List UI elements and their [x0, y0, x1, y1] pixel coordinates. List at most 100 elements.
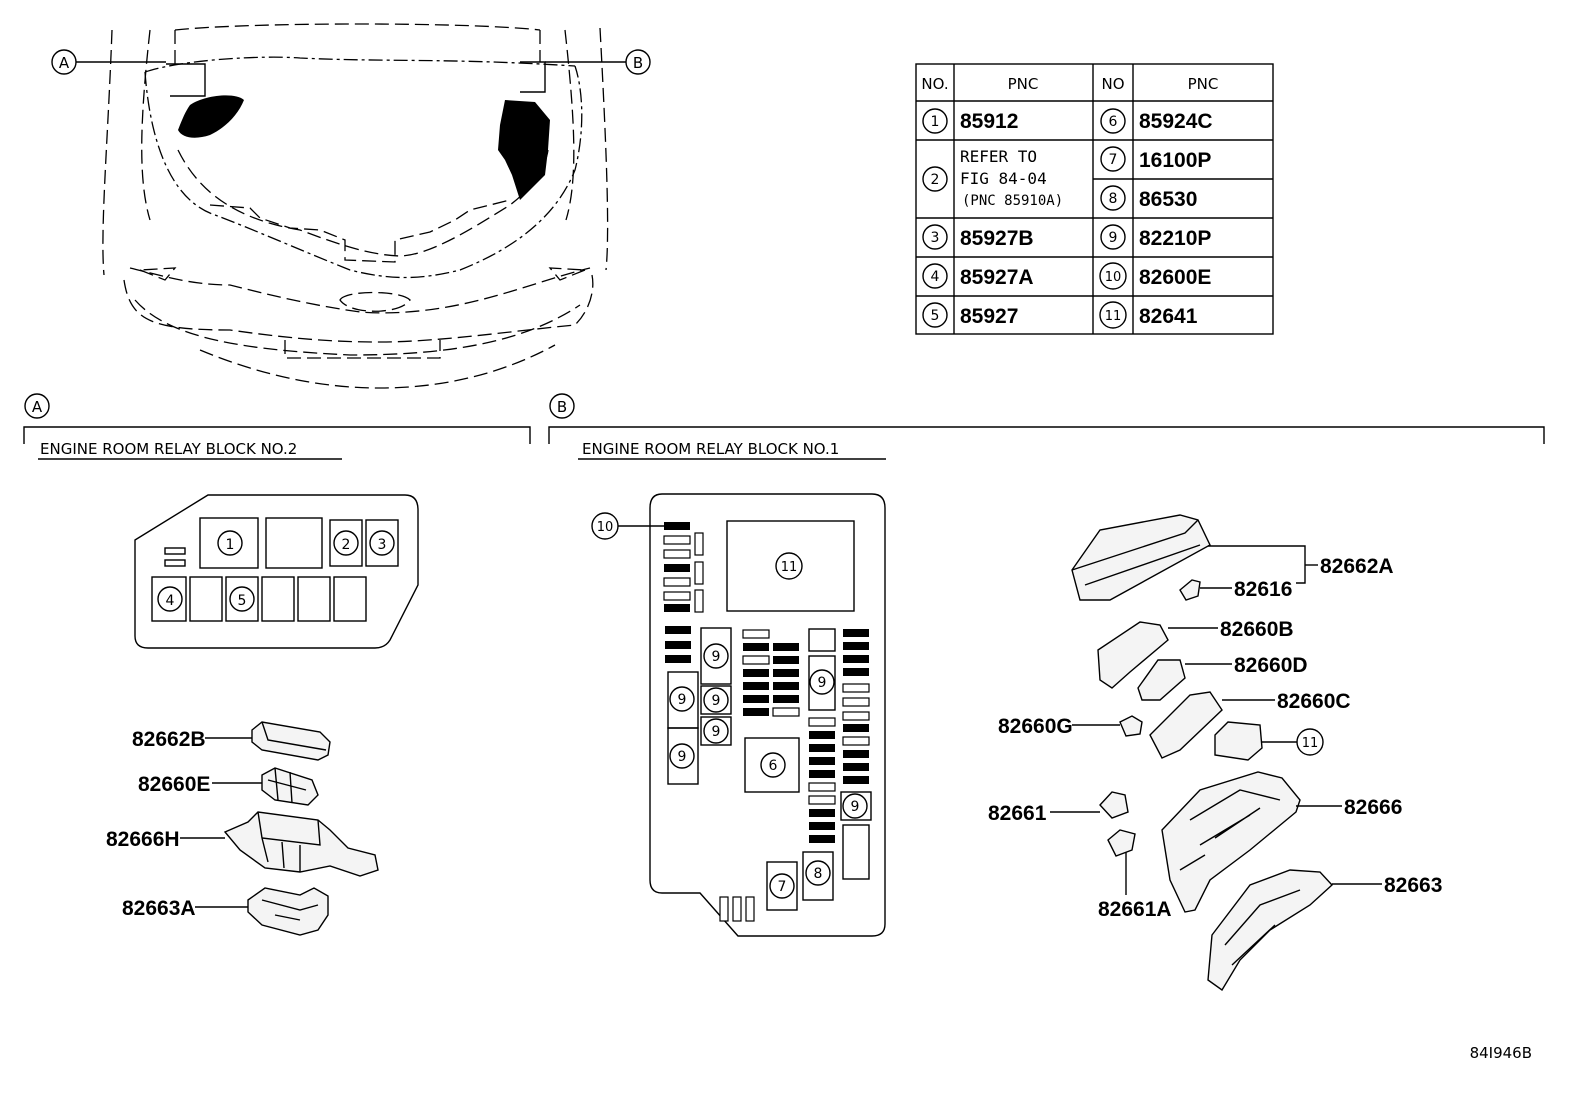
section-a-title: ENGINE ROOM RELAY BLOCK NO.2 — [40, 440, 297, 458]
svg-text:9: 9 — [678, 692, 687, 708]
row-no: 5 — [931, 308, 940, 324]
part-label[interactable]: 82662A — [1320, 555, 1394, 578]
section-b-header: B ENGINE ROOM RELAY BLOCK NO.1 — [548, 393, 1545, 460]
relay-block-cover — [251, 721, 331, 761]
position-marker: 8 — [805, 860, 831, 886]
position-marker: 9 — [669, 743, 695, 769]
position-marker: 5 — [229, 586, 255, 612]
row-pnc: 82210P — [1139, 227, 1211, 250]
svg-text:10: 10 — [597, 520, 614, 535]
pnc-table: NO. PNC NO PNC 1 85912 2 REFER TO FIG 84… — [915, 63, 1274, 335]
section-a-header: A ENGINE ROOM RELAY BLOCK NO.2 — [23, 393, 531, 460]
row-pnc: 82641 — [1139, 305, 1198, 328]
part-label[interactable]: 82616 — [1234, 578, 1292, 601]
part-label[interactable]: 82660E — [138, 773, 210, 796]
row-no: 2 — [931, 172, 940, 188]
junction-block-clip — [1099, 791, 1129, 819]
svg-text:5: 5 — [238, 593, 247, 609]
part-label[interactable]: 82666H — [106, 828, 180, 851]
section-b-title: ENGINE ROOM RELAY BLOCK NO.1 — [582, 440, 839, 458]
row-no: 11 — [1105, 309, 1122, 324]
svg-text:11: 11 — [781, 560, 798, 575]
junction-block-insert-c — [1149, 691, 1223, 759]
svg-text:9: 9 — [712, 724, 721, 740]
part-label[interactable]: 82661 — [988, 802, 1047, 825]
table-row: 9 82210P — [1100, 224, 1211, 250]
callout-a-top[interactable]: A — [51, 49, 166, 75]
position-marker: 1 — [217, 530, 243, 556]
position-marker: 9 — [842, 793, 868, 819]
header-pnc-1: PNC — [1008, 75, 1039, 93]
part-label[interactable]: 82660G — [998, 715, 1073, 738]
row-pnc: 85927 — [960, 305, 1018, 328]
callout-a-label: A — [59, 54, 70, 72]
row-pnc: 16100P — [1139, 149, 1211, 172]
svg-text:9: 9 — [851, 799, 860, 815]
parts-a-exploded: 82662B 82660E 82666H 82663A — [106, 721, 379, 936]
relay-11 — [1214, 721, 1263, 761]
part-label[interactable]: 82660B — [1220, 618, 1294, 641]
part-label[interactable]: 82661A — [1098, 898, 1172, 921]
row-no: 9 — [1109, 230, 1118, 246]
part-label[interactable]: 82663A — [122, 897, 196, 920]
position-marker: 9 — [669, 686, 695, 712]
position-marker: 7 — [769, 873, 795, 899]
svg-text:2: 2 — [342, 537, 351, 553]
relay-block-no2-layout: 1 2 3 4 5 — [134, 494, 419, 649]
relay-block-no1-layout: 10 11 9 9 9 9 9 9 6 7 8 9 — [591, 493, 886, 937]
table-row: 1 85912 — [922, 108, 1018, 134]
section-a-callout: A — [32, 398, 43, 416]
svg-text:3: 3 — [378, 537, 387, 553]
junction-block-insert-b — [1097, 621, 1169, 689]
part-label[interactable]: 82660C — [1277, 690, 1351, 713]
main-relay-housing — [1161, 771, 1301, 913]
row-pnc: 85924C — [1139, 110, 1213, 133]
svg-text:9: 9 — [818, 675, 827, 691]
svg-text:9: 9 — [678, 749, 687, 765]
table-row: 5 85927 — [922, 302, 1018, 328]
row-no: 3 — [931, 230, 940, 246]
section-b-callout: B — [557, 398, 567, 416]
row-pnc-line: REFER TO — [960, 147, 1037, 166]
callout-b-label: B — [633, 54, 643, 72]
part-label[interactable]: 82660D — [1234, 654, 1308, 677]
row-pnc: 82600E — [1139, 266, 1211, 289]
table-row: 8 86530 — [1100, 185, 1197, 211]
row-pnc: 85927B — [960, 227, 1034, 250]
svg-text:4: 4 — [166, 593, 175, 609]
row-no: 10 — [1105, 270, 1122, 285]
svg-text:8: 8 — [814, 866, 823, 882]
part-label[interactable]: 82662B — [132, 728, 206, 751]
part-label[interactable]: 82666 — [1344, 796, 1402, 819]
part-label[interactable]: 82663 — [1384, 874, 1442, 897]
table-row: 7 16100P — [1100, 146, 1211, 172]
table-row: 6 85924C — [1100, 108, 1213, 134]
row-no: 8 — [1109, 191, 1118, 207]
svg-text:9: 9 — [712, 693, 721, 709]
position-marker: 4 — [157, 586, 183, 612]
position-marker: 3 — [369, 530, 395, 556]
junction-block-insert-g — [1119, 715, 1143, 737]
position-marker: 6 — [760, 752, 786, 778]
svg-text:9: 9 — [712, 649, 721, 665]
position-marker: 10 — [591, 512, 664, 540]
table-row: 4 85927A — [922, 263, 1034, 289]
junction-block-clip-a — [1107, 829, 1136, 857]
row-pnc: 85912 — [960, 110, 1018, 133]
row-no: 4 — [931, 269, 940, 285]
row-pnc-line: (PNC 85910A) — [962, 193, 1063, 209]
position-marker: 9 — [809, 669, 835, 695]
row-no: 1 — [931, 114, 940, 130]
svg-text:1: 1 — [226, 537, 235, 553]
position-marker: 9 — [703, 718, 729, 744]
table-row: 3 85927B — [922, 224, 1034, 250]
callout-b-top[interactable]: B — [545, 49, 651, 75]
vehicle-front-view — [102, 23, 609, 389]
header-no-1: NO. — [921, 75, 948, 93]
position-marker[interactable]: 11 — [1296, 728, 1324, 756]
position-marker: 9 — [703, 687, 729, 713]
position-marker: 9 — [703, 643, 729, 669]
position-marker: 2 — [333, 530, 359, 556]
row-pnc-line: FIG 84-04 — [960, 169, 1047, 188]
